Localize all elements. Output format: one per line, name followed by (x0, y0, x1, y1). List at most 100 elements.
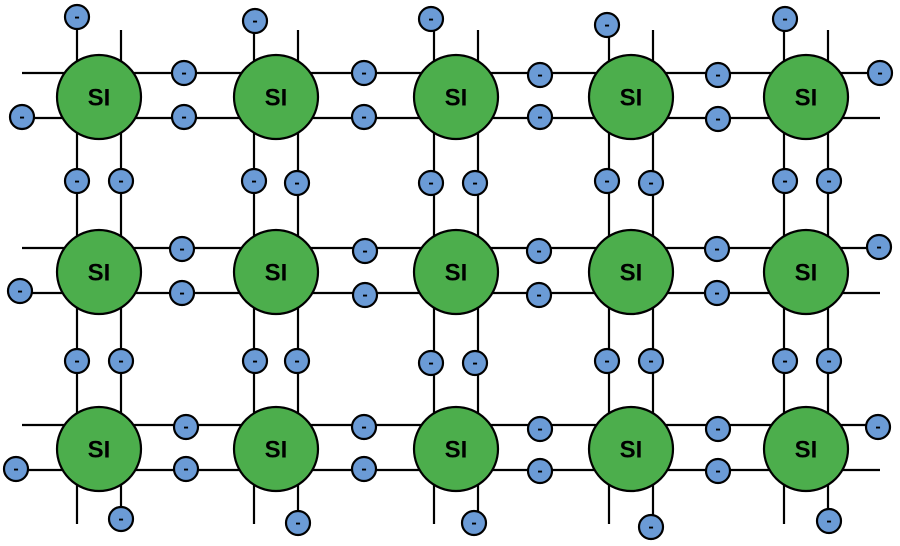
atom-label: SI (445, 437, 468, 464)
electron: - (864, 413, 892, 441)
electron: - (168, 235, 196, 263)
electron: - (771, 347, 799, 375)
electron-label: - (361, 65, 366, 82)
electron-label: - (472, 355, 477, 372)
electron-label: - (715, 463, 720, 480)
electron: - (704, 457, 732, 485)
electron: - (525, 237, 553, 265)
silicon-atom: SI (762, 405, 850, 493)
electron-label: - (361, 461, 366, 478)
atom-label: SI (445, 260, 468, 287)
electron: - (637, 347, 665, 375)
electron-label: - (715, 111, 720, 128)
atom-label: SI (445, 85, 468, 112)
electron: - (417, 169, 445, 197)
silicon-atom: SI (412, 405, 500, 493)
electron: - (460, 509, 488, 537)
electron-label: - (74, 173, 79, 190)
electrons: - - - - - - - - - - - - - - - - - - - - - - - - - - - - - - - - - - - - - - - -… (2, 3, 894, 541)
silicon-atom: SI (587, 405, 675, 493)
atom-label: SI (620, 85, 643, 112)
silicon-atom: SI (232, 228, 320, 316)
electron: - (637, 169, 665, 197)
electron-label: - (537, 463, 542, 480)
electron-label: - (604, 17, 609, 34)
electron-label: - (294, 353, 299, 370)
electron: - (526, 61, 554, 89)
electron-label: - (782, 173, 787, 190)
electron-label: - (604, 173, 609, 190)
electron: - (350, 413, 378, 441)
electron-label: - (362, 243, 367, 260)
atom-label: SI (620, 437, 643, 464)
electron: - (593, 167, 621, 195)
electron: - (865, 233, 893, 261)
electron: - (704, 105, 732, 133)
atom-label: SI (795, 437, 818, 464)
silicon-atom: SI (232, 405, 320, 493)
electron: - (63, 3, 91, 31)
electron-label: - (877, 65, 882, 82)
electron: - (350, 455, 378, 483)
electron-label: - (536, 287, 541, 304)
electron: - (815, 507, 843, 535)
atom-label: SI (265, 85, 288, 112)
atom-label: SI (88, 85, 111, 112)
electron-label: - (714, 285, 719, 302)
electron: - (771, 167, 799, 195)
electron-label: - (537, 109, 542, 126)
silicon-atom: SI (587, 228, 675, 316)
electron-label: - (251, 173, 256, 190)
electron-label: - (826, 353, 831, 370)
silicon-atom: SI (412, 228, 500, 316)
atom-label: SI (88, 437, 111, 464)
electron-label: - (181, 109, 186, 126)
electron: - (417, 349, 445, 377)
electron-label: - (604, 353, 609, 370)
atom-label: SI (795, 85, 818, 112)
electron-label: - (74, 9, 79, 26)
electron-label: - (826, 173, 831, 190)
silicon-atom: SI (55, 53, 143, 141)
electron-label: - (715, 421, 720, 438)
electron: - (241, 347, 269, 375)
electron-label: - (471, 515, 476, 532)
electron: - (704, 61, 732, 89)
electron-label: - (13, 461, 18, 478)
silicon-atom: SI (232, 53, 320, 141)
electron: - (350, 103, 378, 131)
electron-label: - (648, 353, 653, 370)
electron: - (350, 59, 378, 87)
electron-label: - (428, 175, 433, 192)
electron-label: - (537, 421, 542, 438)
atom-label: SI (795, 260, 818, 287)
electron: - (107, 347, 135, 375)
electron-label: - (648, 175, 653, 192)
electron: - (107, 167, 135, 195)
electron-label: - (183, 419, 188, 436)
electron: - (526, 415, 554, 443)
electron: - (703, 235, 731, 263)
electron: - (107, 505, 135, 533)
silicon-atom: SI (762, 228, 850, 316)
electron-label: - (715, 67, 720, 84)
electron-label: - (179, 285, 184, 302)
silicon-atom: SI (412, 53, 500, 141)
electron: - (461, 349, 489, 377)
electron: - (771, 5, 799, 33)
electron-label: - (118, 173, 123, 190)
electron-label: - (74, 353, 79, 370)
electron: - (351, 281, 379, 309)
electron: - (526, 457, 554, 485)
electron: - (170, 103, 198, 131)
electron: - (866, 59, 894, 87)
electron-label: - (782, 11, 787, 28)
electron-label: - (294, 175, 299, 192)
electron-label: - (875, 419, 880, 436)
electron-label: - (361, 109, 366, 126)
electron-label: - (536, 243, 541, 260)
electron: - (2, 455, 30, 483)
electron-label: - (179, 241, 184, 258)
